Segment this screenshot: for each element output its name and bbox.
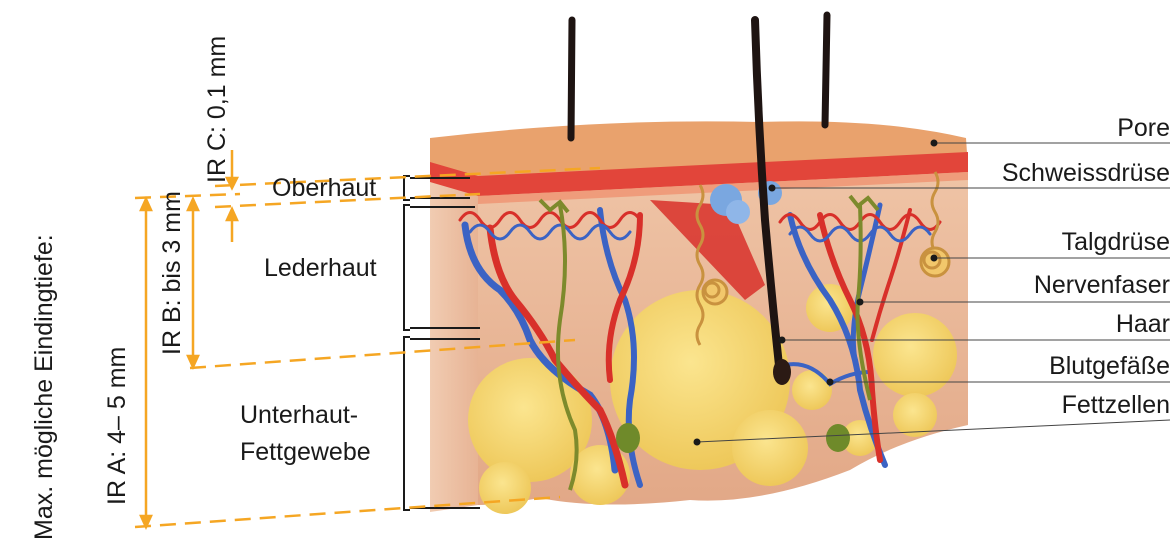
fat-cell xyxy=(732,410,808,486)
bracket-unterhaut xyxy=(404,337,410,510)
structure-label-blutgefaesse: Blutgefäße xyxy=(1049,352,1170,380)
nerve-ganglion xyxy=(616,423,640,453)
ir-b-arrow-head-bottom xyxy=(188,356,198,367)
dashed-line-top xyxy=(135,194,240,198)
bracket-lederhaut xyxy=(404,205,410,330)
layer-label-unterhaut-line1: Unterhaut- xyxy=(240,401,358,429)
pointer-dot-blutgefaesse xyxy=(827,379,834,386)
structure-label-fettzellen: Fettzellen xyxy=(1062,391,1170,419)
ir-b-label: IR B: bis 3 mm xyxy=(158,191,186,355)
sebaceous-gland xyxy=(726,200,750,224)
hair-shaft xyxy=(825,15,827,125)
hair-bulb xyxy=(773,359,791,385)
structure-label-talgdruese: Talgdrüse xyxy=(1062,228,1170,256)
pointer-dot-schweissdruese xyxy=(769,185,776,192)
structure-label-pore: Pore xyxy=(1117,114,1170,142)
fat-cell xyxy=(479,462,531,514)
pointer-dot-nervenfaser xyxy=(857,299,864,306)
layer-label-unterhaut-line2: Fettgewebe xyxy=(240,438,371,466)
depth-main-label: Max. mögliche Eindingtiefe: xyxy=(30,234,58,540)
pointer-dot-pore xyxy=(931,140,938,147)
layer-label-oberhaut: Oberhaut xyxy=(272,174,376,202)
hair-shaft xyxy=(571,20,572,138)
fat-cell xyxy=(893,393,937,437)
pointer-dot-talgdruese xyxy=(931,255,938,262)
structure-label-schweissdruese: Schweissdrüse xyxy=(1002,159,1170,187)
ir-c-arrow2-head xyxy=(227,209,237,220)
ir-a-arrow-head-top xyxy=(141,199,151,210)
ir-c-label: IR C: 0,1 mm xyxy=(203,36,231,183)
nerve-ganglion xyxy=(826,424,850,452)
structure-label-nervenfaser: Nervenfaser xyxy=(1034,271,1170,299)
ir-a-label: IR A: 4– 5 mm xyxy=(103,347,131,505)
ir-b-arrow-head-top xyxy=(188,199,198,210)
bracket-oberhaut xyxy=(404,176,410,200)
pointer-dot-haar xyxy=(779,337,786,344)
layer-label-lederhaut: Lederhaut xyxy=(264,254,377,282)
fat-cell xyxy=(792,370,832,410)
structure-label-haar: Haar xyxy=(1116,310,1170,338)
pointer-dot-fettzellen xyxy=(694,439,701,446)
fat-cell xyxy=(873,313,957,397)
